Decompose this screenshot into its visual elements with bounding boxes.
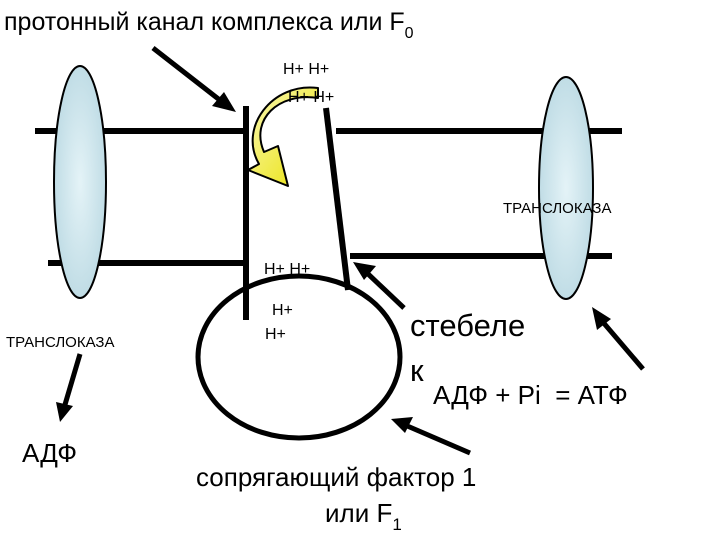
coupling-factor-label-line2: или F1 bbox=[325, 498, 402, 534]
diagram-title: протонный канал комплекса или F0 bbox=[4, 8, 414, 42]
pointer-translocase-right-arrow bbox=[592, 307, 645, 371]
reaction-equation: АДФ + Pi = АТФ bbox=[433, 380, 628, 410]
proton-label-top-2: H+ H+ bbox=[288, 89, 334, 106]
channel-wall-right bbox=[323, 107, 351, 291]
stalk-label-line1: стебеле bbox=[410, 308, 525, 343]
coupling-factor-circle bbox=[195, 273, 403, 441]
coupling-factor-label-line1: сопрягающий фактор 1 bbox=[196, 462, 476, 492]
pointer-title-arrow bbox=[151, 46, 236, 112]
adp-label: АДФ bbox=[22, 438, 77, 468]
proton-label-top-1: H+ H+ bbox=[283, 61, 329, 78]
proton-label-inner-2: H+ bbox=[265, 326, 286, 343]
pointer-adp-arrow bbox=[56, 353, 83, 422]
pointer-stalk-arrow bbox=[353, 262, 406, 310]
pointer-coupling-arrow bbox=[391, 417, 471, 456]
translocase-right-label: ТРАНСЛОКАЗА bbox=[503, 200, 612, 217]
translocase-right-ellipse bbox=[538, 76, 594, 300]
proton-label-inner-1: H+ bbox=[272, 302, 293, 319]
translocase-left-ellipse bbox=[53, 65, 107, 299]
stalk-label-line2: к bbox=[410, 353, 424, 388]
translocase-left-label: ТРАНСЛОКАЗА bbox=[6, 334, 115, 351]
rotation-arrow bbox=[247, 86, 319, 187]
proton-label-mid: H+ H+ bbox=[264, 261, 310, 278]
